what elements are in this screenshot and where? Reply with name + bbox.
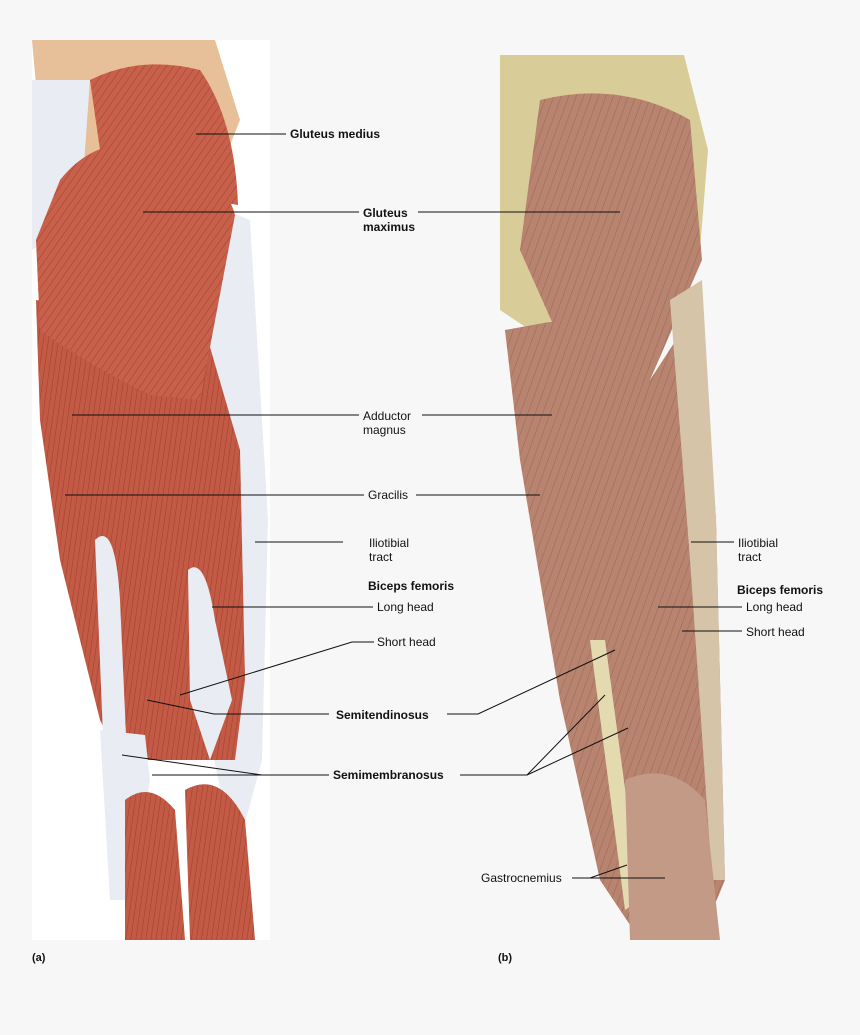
label-semitendinosus: Semitendinosus	[336, 708, 429, 722]
label-long-head-a: Long head	[377, 600, 434, 614]
leader-lines-a	[65, 133, 374, 776]
photo-iliotibial	[670, 280, 725, 880]
label-gluteus-medius: Gluteus medius	[290, 127, 381, 141]
biceps-tendon	[188, 567, 232, 760]
gluteus-medius-shape	[90, 64, 238, 205]
label-iliotibial-b: Iliotibial tract	[738, 536, 779, 564]
photo-gluteus-maximus	[520, 93, 702, 380]
label-iliotibial-a: Iliotibial tract	[369, 536, 410, 564]
label-gracilis: Gracilis	[368, 488, 409, 502]
label-long-head-b: Long head	[746, 600, 803, 614]
label-short-head-b: Short head	[746, 625, 805, 639]
gastrocnemius-lateral	[185, 784, 255, 940]
label-gluteus-maximus: Gluteus maximus	[363, 206, 416, 234]
label-short-head-a: Short head	[377, 635, 436, 649]
label-adductor-magnus: Adductor magnus	[363, 409, 412, 437]
gastrocnemius-medial	[125, 792, 185, 940]
photo-gastrocnemius	[625, 773, 720, 940]
label-gastrocnemius: Gastrocnemius	[481, 871, 562, 885]
label-biceps-femoris-b: Biceps femoris	[737, 583, 824, 597]
gluteus-maximus-shape	[36, 144, 235, 400]
panel-label-a: (a)	[32, 952, 46, 964]
label-biceps-femoris-a: Biceps femoris	[368, 579, 455, 593]
leader-lines-b	[416, 211, 742, 879]
panel-label-b: (b)	[498, 952, 513, 964]
label-semimembranosus: Semimembranosus	[333, 768, 444, 782]
